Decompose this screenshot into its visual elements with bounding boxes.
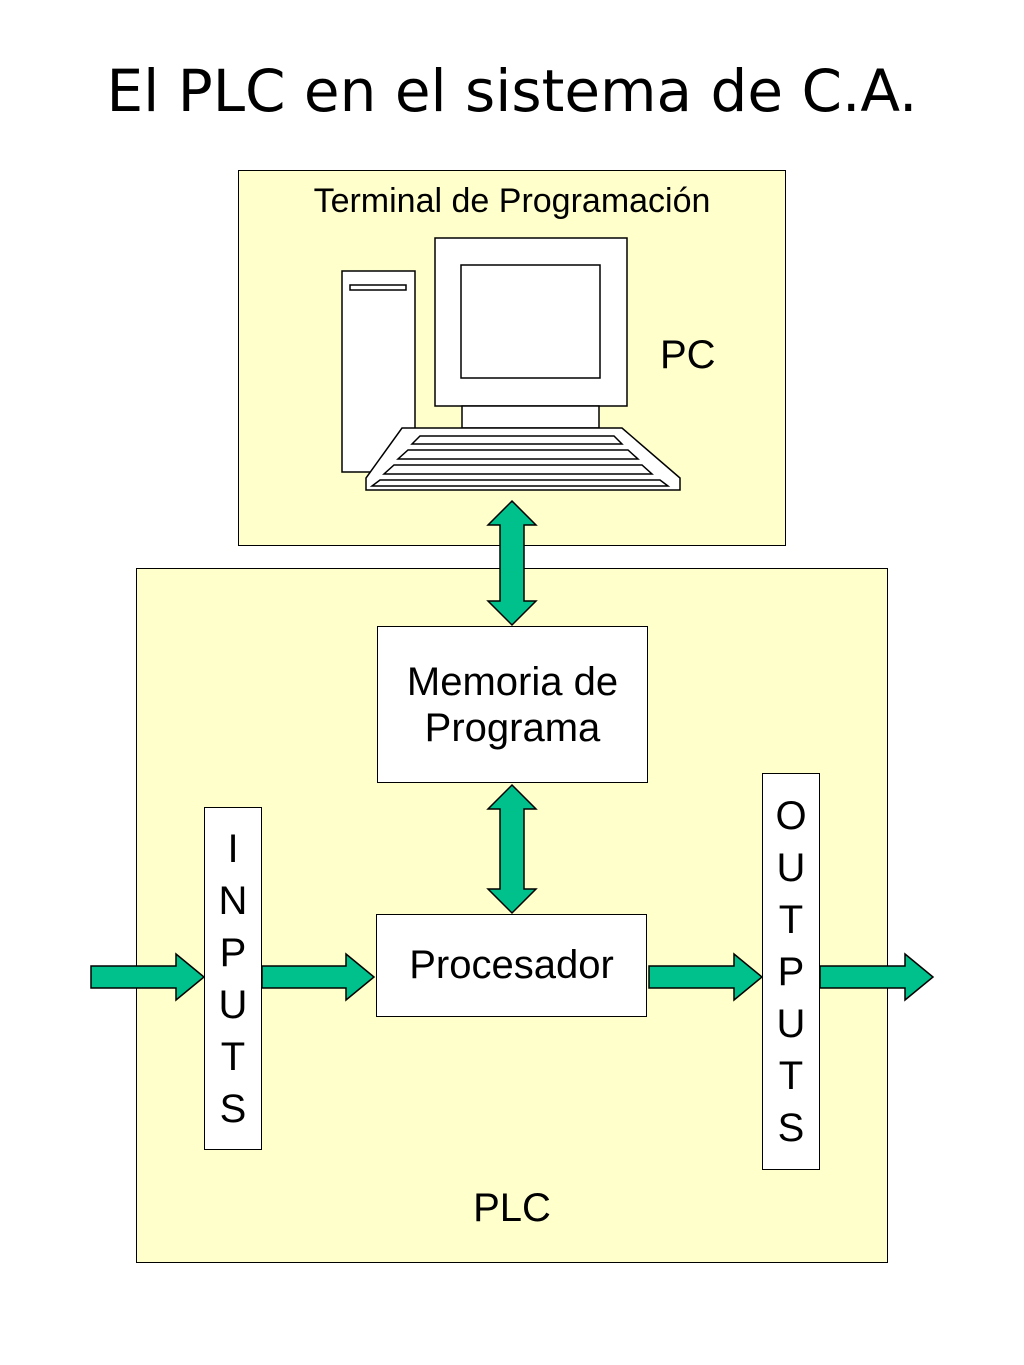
- inputs-letter: I: [227, 826, 239, 871]
- memory-label-line2: Programa: [424, 705, 601, 750]
- outputs-letter: T: [778, 1053, 804, 1098]
- outputs-letter: T: [778, 897, 804, 942]
- inputs-letter: P: [219, 930, 247, 975]
- page-title: El PLC en el sistema de C.A.: [106, 57, 918, 125]
- outputs-box: O U T P U T S: [762, 773, 820, 1170]
- processor-label: Procesador: [409, 943, 614, 987]
- terminal-label: Terminal de Programación: [313, 182, 711, 220]
- plc-label: PLC: [473, 1186, 551, 1230]
- inputs-letter: S: [219, 1086, 247, 1131]
- inputs-letter: U: [218, 982, 248, 1027]
- memory-label-line1: Memoria de: [406, 659, 619, 704]
- program-memory-box: Memoria de Programa: [377, 626, 648, 783]
- outputs-letter: U: [776, 845, 806, 890]
- outputs-letter: U: [776, 1001, 806, 1046]
- pc-label: PC: [660, 333, 716, 377]
- outputs-letter: O: [775, 793, 807, 838]
- inputs-letter: N: [218, 878, 248, 923]
- inputs-letter: T: [220, 1034, 246, 1079]
- processor-box: Procesador: [376, 914, 647, 1017]
- outputs-letter: P: [777, 949, 805, 994]
- inputs-box: I N P U T S: [204, 807, 262, 1150]
- outputs-letter: S: [777, 1105, 805, 1150]
